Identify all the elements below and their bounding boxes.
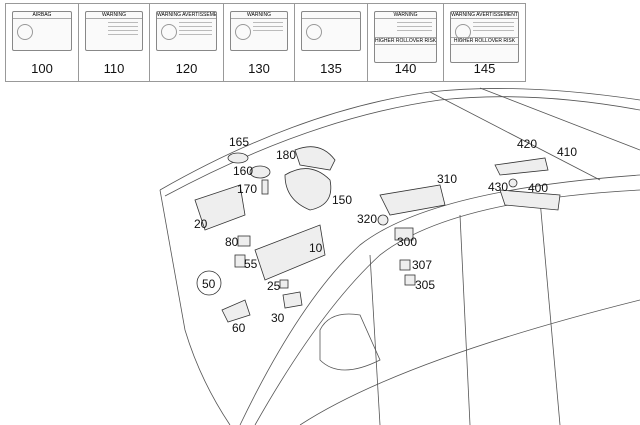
part-30[interactable] [282, 291, 303, 309]
part-150[interactable] [284, 168, 332, 211]
part-55[interactable] [234, 254, 246, 268]
label-number: 110 [103, 61, 125, 76]
callout-430[interactable]: 430 [488, 180, 508, 194]
callout-420[interactable]: 420 [517, 137, 537, 151]
part-170[interactable] [261, 179, 269, 195]
label-number: 120 [175, 61, 198, 76]
callout-307[interactable]: 307 [412, 258, 432, 272]
callout-25[interactable]: 25 [267, 279, 281, 293]
part-60[interactable] [221, 299, 251, 323]
callout-300[interactable]: 300 [397, 235, 417, 249]
sticker-140: WARNING HIGHER ROLLOVER RISK [374, 11, 437, 63]
sticker-130: WARNING [230, 11, 288, 51]
part-10[interactable] [254, 224, 326, 281]
part-310[interactable] [379, 184, 446, 216]
callout-305[interactable]: 305 [415, 278, 435, 292]
label-number: 130 [248, 61, 270, 76]
callout-320[interactable]: 320 [357, 212, 377, 226]
sticker-135 [301, 11, 361, 51]
sticker-title: WARNING [86, 12, 142, 19]
sticker-subtitle: HIGHER ROLLOVER RISK [375, 37, 436, 45]
label-cell-110[interactable]: WARNING 110 [78, 4, 149, 81]
part-165[interactable] [227, 152, 249, 164]
label-cell-130[interactable]: WARNING 130 [223, 4, 294, 81]
label-cell-135[interactable]: 135 [294, 4, 367, 81]
part-320[interactable] [377, 214, 389, 226]
callout-310[interactable]: 310 [437, 172, 457, 186]
callout-10[interactable]: 10 [309, 241, 323, 255]
label-cell-145[interactable]: WARNING AVERTISSEMENT HIGHER ROLLOVER RIS… [443, 4, 526, 81]
sticker-100: AIRBAG [12, 11, 72, 51]
label-strip: AIRBAG 100 WARNING 110 WARNING AVERTISSEME… [5, 3, 526, 82]
callout-80[interactable]: 80 [225, 235, 239, 249]
callout-165[interactable]: 165 [229, 135, 249, 149]
part-300[interactable] [394, 227, 414, 241]
label-number: 140 [394, 61, 417, 76]
part-20[interactable] [194, 184, 246, 231]
callout-410[interactable]: 410 [557, 145, 577, 159]
callout-170[interactable]: 170 [237, 182, 257, 196]
callout-180[interactable]: 180 [276, 148, 296, 162]
part-180[interactable] [294, 146, 336, 171]
label-number: 145 [473, 61, 496, 76]
part-160[interactable] [249, 165, 271, 179]
parts [194, 146, 561, 323]
callout-150[interactable]: 150 [332, 193, 352, 207]
callout-55[interactable]: 55 [244, 257, 258, 271]
part-420[interactable] [494, 157, 549, 176]
part-400[interactable] [499, 189, 561, 211]
callout-160[interactable]: 160 [233, 164, 253, 178]
sticker-title: AIRBAG [13, 12, 71, 19]
callout-400[interactable]: 400 [528, 181, 548, 195]
label-number: 135 [320, 61, 342, 76]
sticker-title: WARNING [375, 12, 436, 19]
part-307[interactable] [399, 259, 411, 271]
airbag-icon [235, 24, 251, 40]
airbag-icon [17, 24, 33, 40]
no-child-seat-icon [455, 24, 471, 40]
sticker-120: WARNING AVERTISSEMENT [156, 11, 217, 51]
sticker-title: WARNING [231, 12, 287, 19]
callout-20[interactable]: 20 [194, 217, 208, 231]
sticker-title: WARNING AVERTISSEMENT [451, 12, 518, 19]
callout-circle-50 [196, 270, 222, 296]
label-cell-140[interactable]: WARNING HIGHER ROLLOVER RISK 140 [367, 4, 443, 81]
part-25[interactable] [279, 279, 289, 289]
part-80[interactable] [237, 235, 251, 247]
label-cell-100[interactable]: AIRBAG 100 [5, 4, 78, 81]
part-430[interactable] [508, 178, 518, 188]
sticker-title: WARNING AVERTISSEMENT [157, 12, 216, 19]
sticker-title [302, 12, 360, 19]
callout-numbers: 165 180 160 170 150 310 420 410 430 400 … [194, 135, 577, 335]
callout-30[interactable]: 30 [271, 311, 285, 325]
no-child-seat-icon [161, 24, 177, 40]
no-child-seat-icon [306, 24, 322, 40]
sticker-subtitle: HIGHER ROLLOVER RISK [451, 37, 518, 45]
label-number: 100 [31, 61, 53, 76]
sticker-145: WARNING AVERTISSEMENT HIGHER ROLLOVER RIS… [450, 11, 519, 63]
part-305[interactable] [404, 274, 416, 286]
callout-50[interactable]: 50 [202, 277, 216, 291]
sticker-110: WARNING [85, 11, 143, 51]
callout-60[interactable]: 60 [232, 321, 246, 335]
label-cell-120[interactable]: WARNING AVERTISSEMENT 120 [149, 4, 223, 81]
